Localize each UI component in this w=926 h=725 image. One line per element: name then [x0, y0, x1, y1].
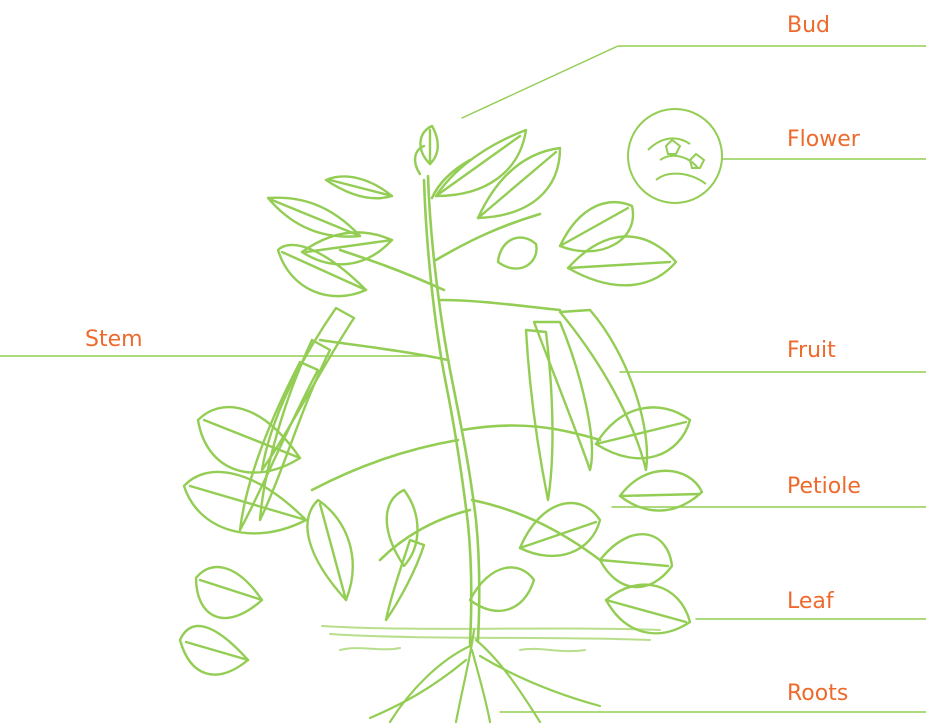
- label-fruit: Fruit: [787, 338, 836, 364]
- leaf-lower-right-5: [520, 503, 600, 556]
- label-roots: Roots: [787, 681, 848, 707]
- leaf-lower-mid-2: [387, 490, 418, 566]
- fruits: [240, 308, 647, 620]
- label-bud: Bud: [787, 13, 830, 39]
- fruit-left-2: [260, 340, 330, 520]
- leader-bud: [462, 46, 926, 118]
- leaf-lower-right-4: [606, 585, 690, 634]
- fruit-left-3: [240, 362, 318, 530]
- label-flower: Flower: [787, 127, 860, 153]
- label-stem: Stem: [85, 327, 143, 353]
- leaves: [180, 126, 702, 675]
- label-leaf: Leaf: [787, 589, 834, 615]
- leaf-lower-right-2: [620, 471, 702, 511]
- flower-inset: [628, 109, 722, 203]
- fruit-right-2: [560, 310, 647, 470]
- leaf-right-3: [568, 236, 676, 285]
- roots: [370, 630, 600, 722]
- soil: [322, 626, 660, 651]
- label-petiole: Petiole: [787, 474, 861, 500]
- leaf-lower-mid-1: [307, 500, 352, 600]
- fruit-right-3: [526, 330, 552, 500]
- leaf-lower-left-3: [196, 567, 262, 618]
- leaf-mid-right: [498, 238, 537, 269]
- fruit-bottom: [386, 540, 424, 620]
